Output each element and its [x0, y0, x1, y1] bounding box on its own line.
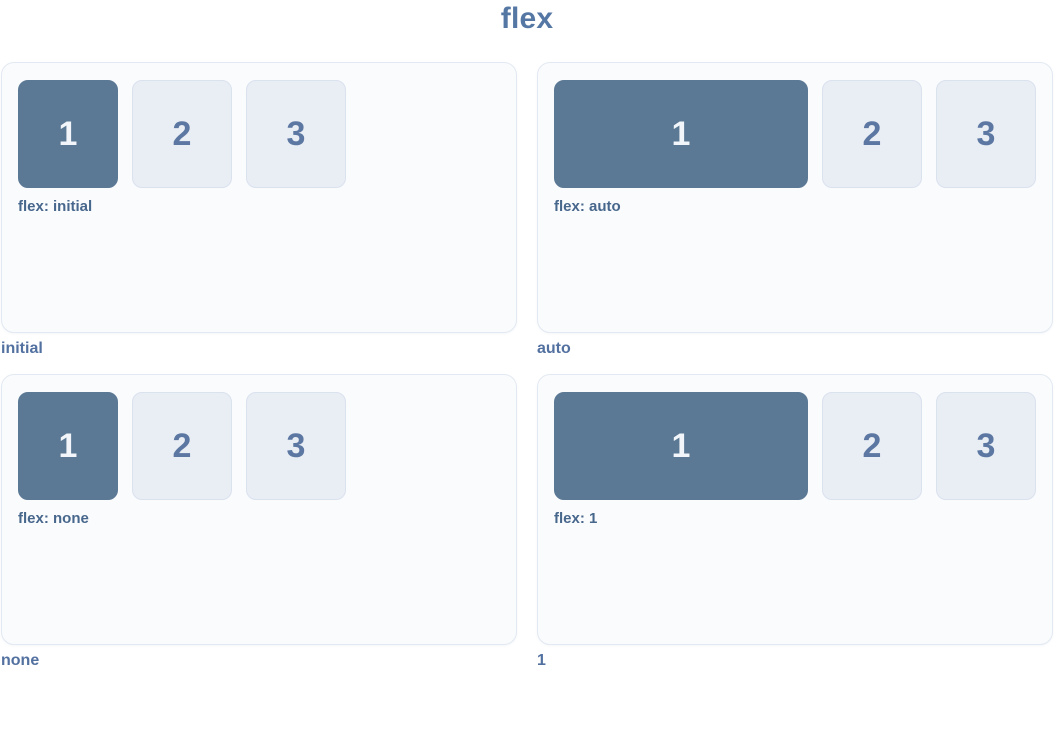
flex-auto-panel: 1 2 3 flex: auto	[537, 62, 1053, 333]
flex-value-label: flex: none	[18, 510, 89, 527]
flex-container: 1 2 3	[18, 392, 500, 500]
demo-cell-none: 1 2 3 flex: none none	[1, 374, 517, 686]
panel-caption: 1	[537, 652, 546, 669]
demo-grid: 1 2 3 flex: initial initial 1 2 3 flex: …	[1, 62, 1053, 686]
flex-1-panel: 1 2 3 flex: 1	[537, 374, 1053, 645]
flex-container: 1 2 3	[554, 392, 1036, 500]
flex-value-label: flex: initial	[18, 198, 93, 215]
flex-box-3: 3	[936, 80, 1036, 188]
flex-box-2: 2	[132, 392, 232, 500]
panel-caption: auto	[537, 340, 571, 357]
demo-cell-1: 1 2 3 flex: 1 1	[537, 374, 1053, 686]
demo-cell-auto: 1 2 3 flex: auto auto	[537, 62, 1053, 374]
flex-box-1: 1	[554, 392, 808, 500]
flex-value-label: flex: 1	[554, 510, 598, 527]
flex-box-3: 3	[246, 80, 346, 188]
flex-box-1: 1	[18, 392, 118, 500]
panel-caption: initial	[1, 340, 43, 357]
flex-container: 1 2 3	[18, 80, 500, 188]
flex-value-label: flex: auto	[554, 198, 621, 215]
flex-box-3: 3	[936, 392, 1036, 500]
flex-box-3: 3	[246, 392, 346, 500]
flex-none-panel: 1 2 3 flex: none	[1, 374, 517, 645]
panel-caption: none	[1, 652, 40, 669]
flex-box-2: 2	[822, 392, 922, 500]
flex-box-2: 2	[132, 80, 232, 188]
flex-initial-panel: 1 2 3 flex: initial	[1, 62, 517, 333]
flex-box-1: 1	[18, 80, 118, 188]
flex-box-2: 2	[822, 80, 922, 188]
page-title: flex	[500, 2, 554, 35]
flex-container: 1 2 3	[554, 80, 1036, 188]
flex-box-1: 1	[554, 80, 808, 188]
demo-cell-initial: 1 2 3 flex: initial initial	[1, 62, 517, 374]
